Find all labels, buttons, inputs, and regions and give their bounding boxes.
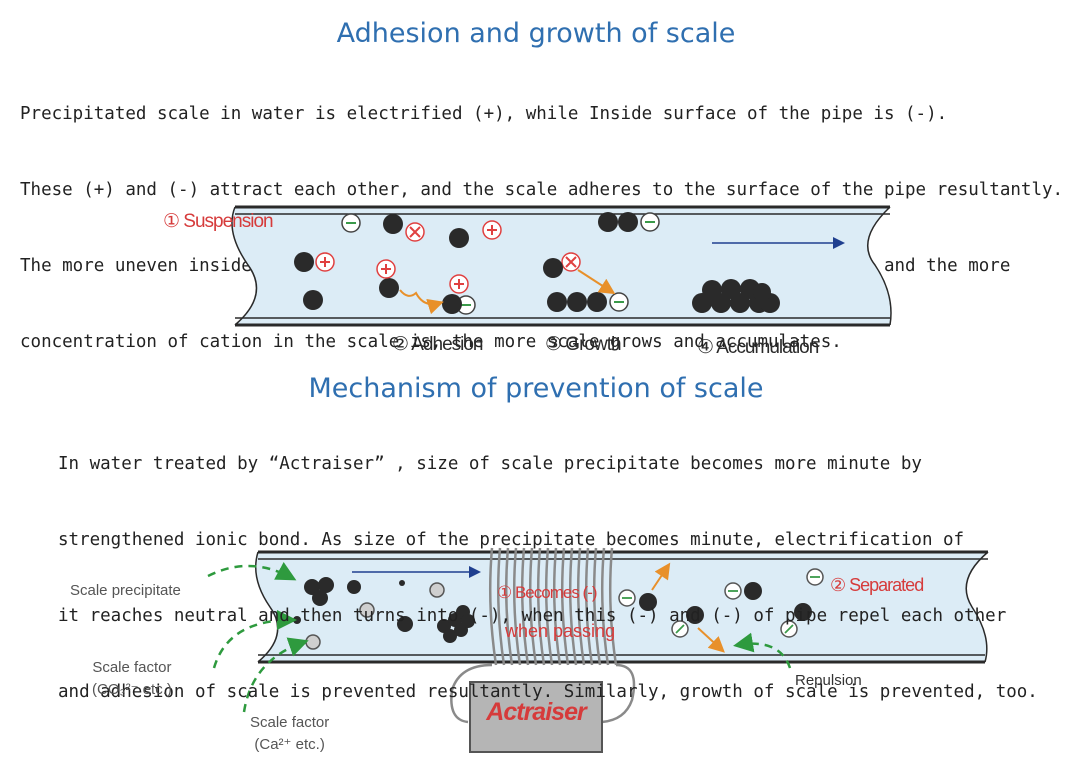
label-scale-factor-co3: Scale factor (CO₃²⁻ etc.) [92,657,172,701]
label-scale-factor-ca: Scale factor (Ca²⁺ etc.) [250,712,329,756]
section2-paragraph: In water treated by “Actraiser” , size o… [58,406,1038,730]
minus-signs [346,221,655,306]
actraiser-device [469,681,603,753]
label-when-passing: when passing [505,621,616,641]
scale-factor-co3-title: Scale factor [92,659,172,676]
label-adhesion: ② Adhesion [392,334,483,355]
section2-title: Mechanism of prevention of scale [308,373,764,404]
section1-line-2: These (+) and (-) attract each other, an… [20,180,1064,200]
accumulation-cluster [692,279,780,313]
label-suspension: ① Suspension [163,211,274,232]
plus-signs [320,225,577,289]
actraiser-device-label: Actraiser [486,698,586,726]
label-accumulation: ④ Accumulation [697,337,819,358]
scale-factor-ca-title: Scale factor [250,714,330,731]
section1-title: Adhesion and growth of scale [336,18,736,49]
label-repulsion: Repulsion [795,672,862,689]
negative-particles [618,568,824,638]
actraiser-coil [450,547,636,724]
label-scale-precipitate: Scale precipitate [70,582,181,599]
section2-line-3: it reaches neutral and then turns into (… [58,606,1007,626]
label-separated: ② Separated [830,575,924,595]
pipe2-particles [293,577,812,643]
scale-factor-ca-detail: (Ca²⁺ etc.) [254,736,325,753]
suspension-particles [294,214,469,310]
adhesion-arrow [399,289,444,315]
label-growth: ③ Growth [545,334,622,355]
section2-line-1: In water treated by “Actraiser” , size o… [58,454,922,474]
repulsion-arrows [651,562,725,653]
scale-factor-co3-detail: (CO₃²⁻ etc.) [92,681,172,698]
neutral-particles [305,582,445,650]
section2-line-4: and adhesion of scale is prevented resul… [58,682,1038,702]
green-dashed-arrows [207,562,792,713]
section1-line-4: concentration of cation in the scale is,… [20,332,842,352]
label-becomes-negative: ① Becomes (-) [497,583,598,602]
section2-line-2: strengthened ionic bond. As size of the … [58,530,965,550]
adhesion-particle [442,294,462,314]
section1-line-1: Precipitated scale in water is electrifi… [20,104,948,124]
growth-particles [543,212,638,312]
growth-arrow [577,269,616,295]
negative-signs [622,576,820,634]
pipe-2 [255,550,989,664]
